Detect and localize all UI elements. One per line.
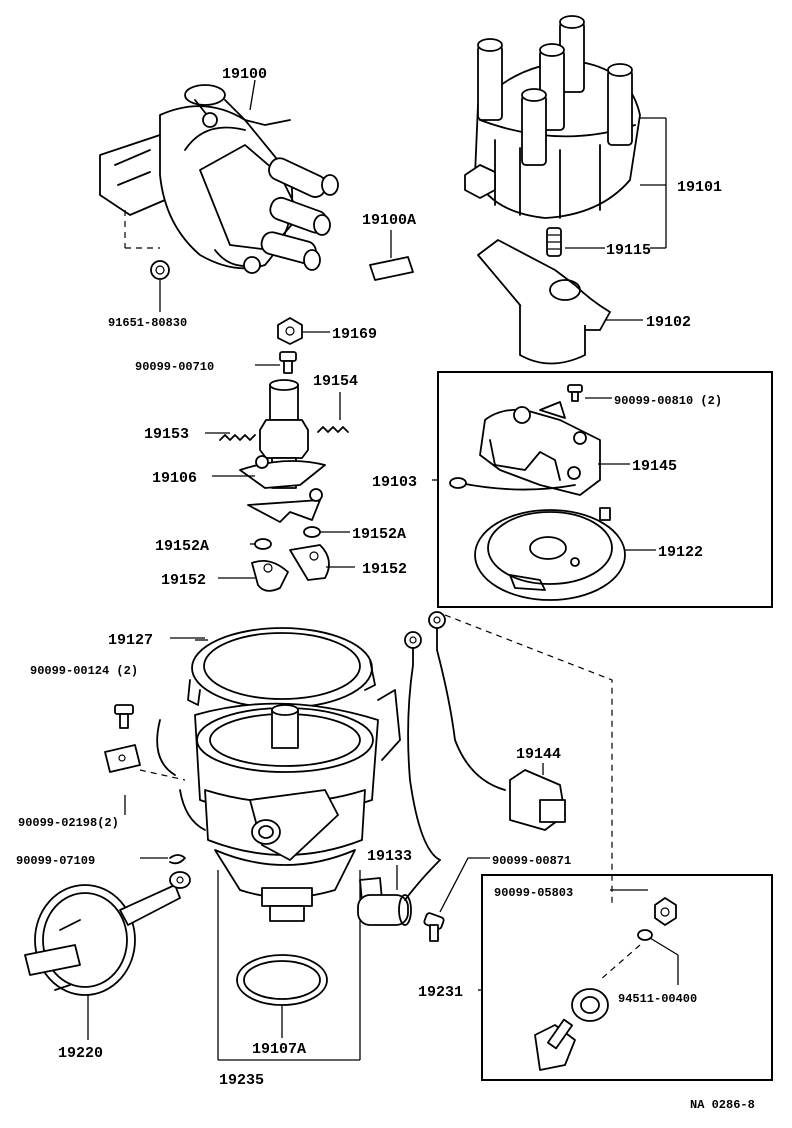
label-19102: 19102 bbox=[646, 314, 691, 331]
label-19152-right: 19152 bbox=[362, 561, 407, 578]
label-19154: 19154 bbox=[313, 373, 358, 390]
label-19152A-left: 19152A bbox=[155, 538, 209, 555]
label-19122: 19122 bbox=[658, 544, 703, 561]
e-ring-drawing bbox=[140, 854, 186, 865]
label-19231: 19231 bbox=[418, 984, 463, 1001]
label-91651-80830: 91651-80830 bbox=[108, 316, 187, 330]
label-19235: 19235 bbox=[219, 1072, 264, 1089]
distributor-assembly-drawing bbox=[99, 79, 339, 312]
screw-00710-drawing bbox=[255, 351, 297, 374]
label-19103: 19103 bbox=[372, 474, 417, 491]
carbon-piece-drawing bbox=[546, 227, 666, 257]
bracket-box bbox=[478, 874, 773, 1081]
label-19152-left: 19152 bbox=[161, 572, 206, 589]
label-90099-00871: 90099-00871 bbox=[492, 854, 571, 868]
cord-drawing bbox=[404, 611, 613, 905]
label-94511-00400: 94511-00400 bbox=[618, 992, 697, 1006]
label-19144: 19144 bbox=[516, 746, 561, 763]
label-19220: 19220 bbox=[58, 1045, 103, 1062]
clip-plate-drawing bbox=[104, 744, 186, 815]
o-ring-drawing bbox=[236, 954, 328, 1038]
condenser-drawing bbox=[357, 859, 441, 926]
clips-drawing bbox=[250, 526, 350, 550]
label-19100A: 19100A bbox=[362, 212, 416, 229]
governor-weights-drawing bbox=[218, 544, 355, 592]
label-90099-07109: 90099-07109 bbox=[16, 854, 95, 868]
breaker-assembly-box bbox=[432, 371, 773, 608]
label-19107A: 19107A bbox=[252, 1041, 306, 1058]
label-19153: 19153 bbox=[144, 426, 189, 443]
housing-drawing bbox=[156, 627, 401, 1061]
label-19133: 19133 bbox=[367, 848, 412, 865]
vacuum-advancer-drawing bbox=[24, 871, 191, 1040]
label-90099-00710: 90099-00710 bbox=[135, 360, 214, 374]
label-90099-00810: 90099-00810 (2) bbox=[614, 394, 722, 408]
label-19152A-right: 19152A bbox=[352, 526, 406, 543]
label-19106: 19106 bbox=[152, 470, 197, 487]
screw-00871-drawing bbox=[423, 857, 490, 942]
rotor-drawing bbox=[477, 239, 643, 365]
label-19101: 19101 bbox=[677, 179, 722, 196]
insulator-seal-drawing bbox=[369, 230, 414, 281]
governor-shaft-drawing bbox=[212, 379, 326, 523]
label-19127: 19127 bbox=[108, 632, 153, 649]
springs-drawing bbox=[205, 392, 349, 441]
distributor-cap-drawing bbox=[464, 15, 667, 248]
screw-00124-drawing bbox=[114, 704, 134, 729]
label-19169: 19169 bbox=[332, 326, 377, 343]
cap-nut-drawing bbox=[277, 317, 330, 345]
label-90099-02198: 90099-02198(2) bbox=[18, 816, 119, 830]
label-19115: 19115 bbox=[606, 242, 651, 259]
label-90099-00124: 90099-00124 (2) bbox=[30, 664, 138, 678]
diagram-code: NA 0286-8 bbox=[690, 1098, 755, 1112]
label-90099-05803: 90099-05803 bbox=[494, 886, 573, 900]
label-19100: 19100 bbox=[222, 66, 267, 83]
label-19145: 19145 bbox=[632, 458, 677, 475]
